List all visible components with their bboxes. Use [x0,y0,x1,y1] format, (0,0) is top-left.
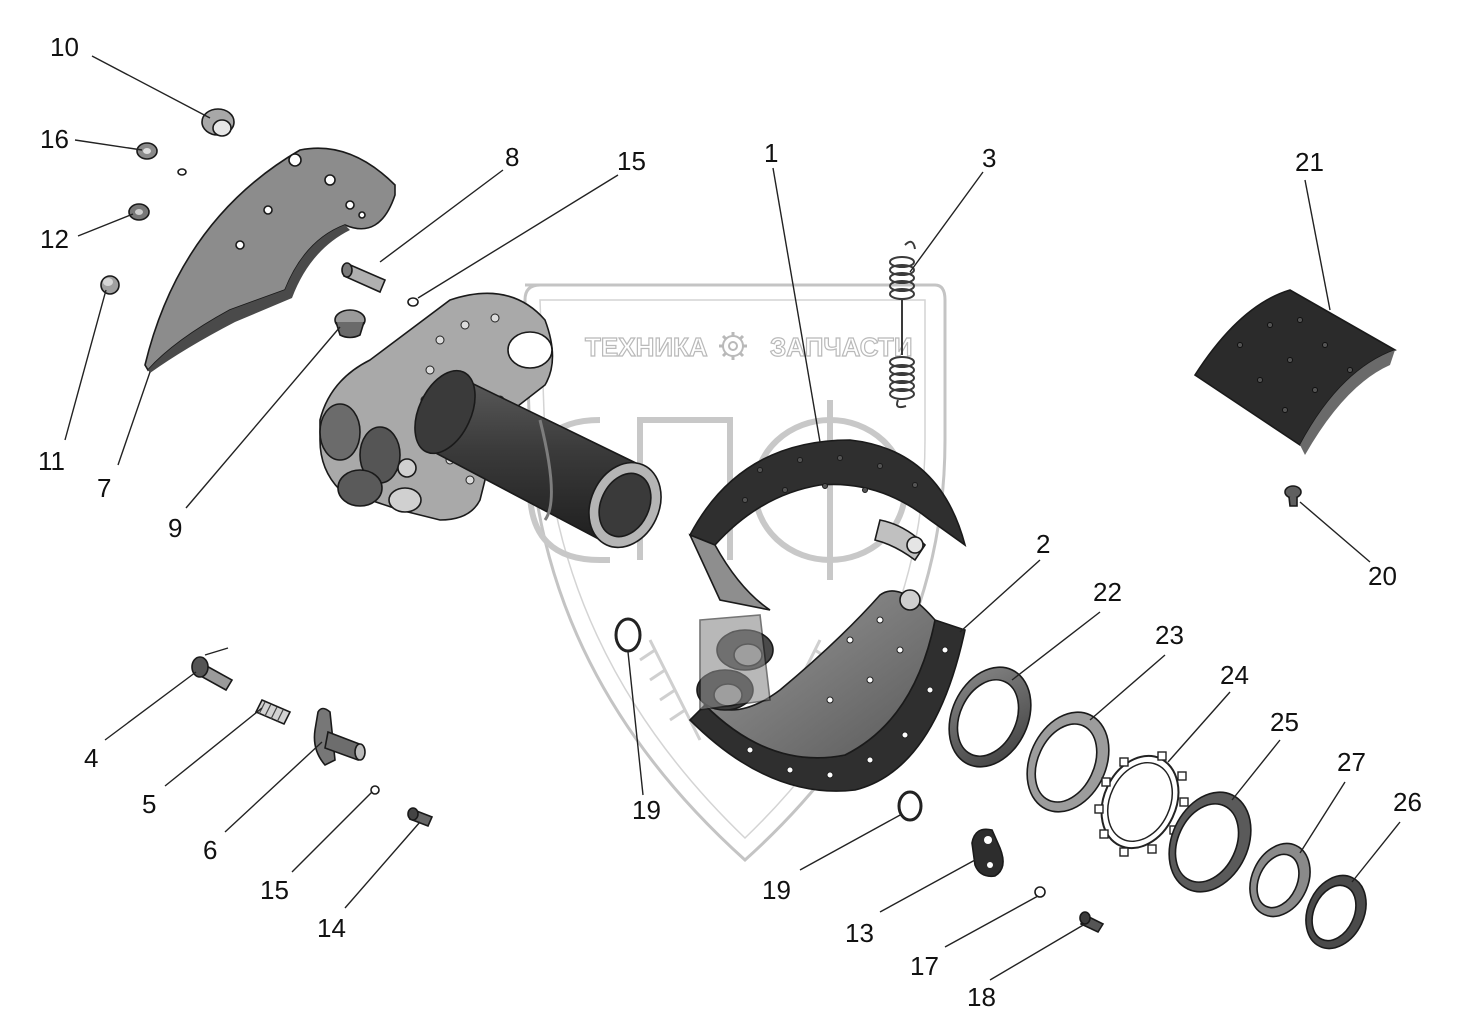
callout-4: 4 [84,743,98,773]
part-22-nut-ring [948,666,1032,768]
callout-2: 2 [1036,529,1050,559]
part-19-o-ring-left [614,617,642,653]
part-25-outer-nut [1168,791,1252,893]
part-12-nut [128,203,150,221]
callout-23: 23 [1155,620,1184,650]
part-6-camshaft [313,707,366,766]
callout-21: 21 [1295,147,1324,177]
callout-9: 9 [168,513,182,543]
part-26-ring [1305,874,1367,950]
callout-20: 20 [1368,561,1397,591]
callout-18: 18 [967,982,996,1012]
callout-6: 6 [203,835,217,865]
part-10-stud [201,108,235,137]
callout-24: 24 [1220,660,1249,690]
part-14-bolt [407,807,434,828]
callout-26: 26 [1393,787,1422,817]
part-4-pin [191,647,234,692]
callout-13: 13 [845,918,874,948]
part-small-washer-top [177,168,187,176]
callout-22: 22 [1093,577,1122,607]
callout-7: 7 [97,473,111,503]
callout-19-right: 19 [762,875,791,905]
callout-3: 3 [982,143,996,173]
callout-16: 16 [40,124,69,154]
part-1-upper-brake-shoe [688,439,967,611]
callout-25: 25 [1270,707,1299,737]
gear-icon [719,332,747,360]
part-18-screw [1079,911,1105,934]
part-15-o-ring-bottom [370,785,380,795]
callout-labels: 10 16 12 11 7 8 15 9 1 3 21 20 2 22 23 2… [38,32,1422,1012]
part-13-lock-plate [971,828,1004,878]
part-2-lower-brake-shoe [688,589,966,792]
part-3-return-spring [889,240,916,409]
part-23-spacer-ring [1026,711,1110,813]
part-11-plug [100,275,120,295]
leader-lines [64,55,1401,981]
part-16-nut [136,142,158,160]
part-7-dust-shield [144,147,396,373]
callout-5: 5 [142,789,156,819]
part-19-o-ring-right [897,790,923,822]
callout-10: 10 [50,32,79,62]
callout-15-top: 15 [617,146,646,176]
callout-12: 12 [40,224,69,254]
part-15-o-ring-top [407,297,419,307]
part-9-bushing [334,309,366,339]
part-20-rivet [1284,485,1302,507]
callout-14: 14 [317,913,346,943]
callout-19-left: 19 [632,795,661,825]
part-17-washer [1034,886,1046,898]
part-21-brake-lining [1193,289,1397,455]
callout-17: 17 [910,951,939,981]
watermark: ТЕХНИКА ЗАПЧАСТИ [523,283,947,863]
part-27-seal [1249,842,1311,918]
watermark-left-word: ТЕХНИКА [585,332,708,362]
callout-27: 27 [1337,747,1366,777]
callout-11: 11 [38,446,65,476]
part-8-pin [341,262,387,294]
watermark-right-word: ЗАПЧАСТИ [770,332,913,362]
callout-8: 8 [505,142,519,172]
callout-1: 1 [764,138,778,168]
part-axle-spindle [319,292,662,549]
part-5-needle-bearing [254,698,292,726]
callout-15-bottom: 15 [260,875,289,905]
